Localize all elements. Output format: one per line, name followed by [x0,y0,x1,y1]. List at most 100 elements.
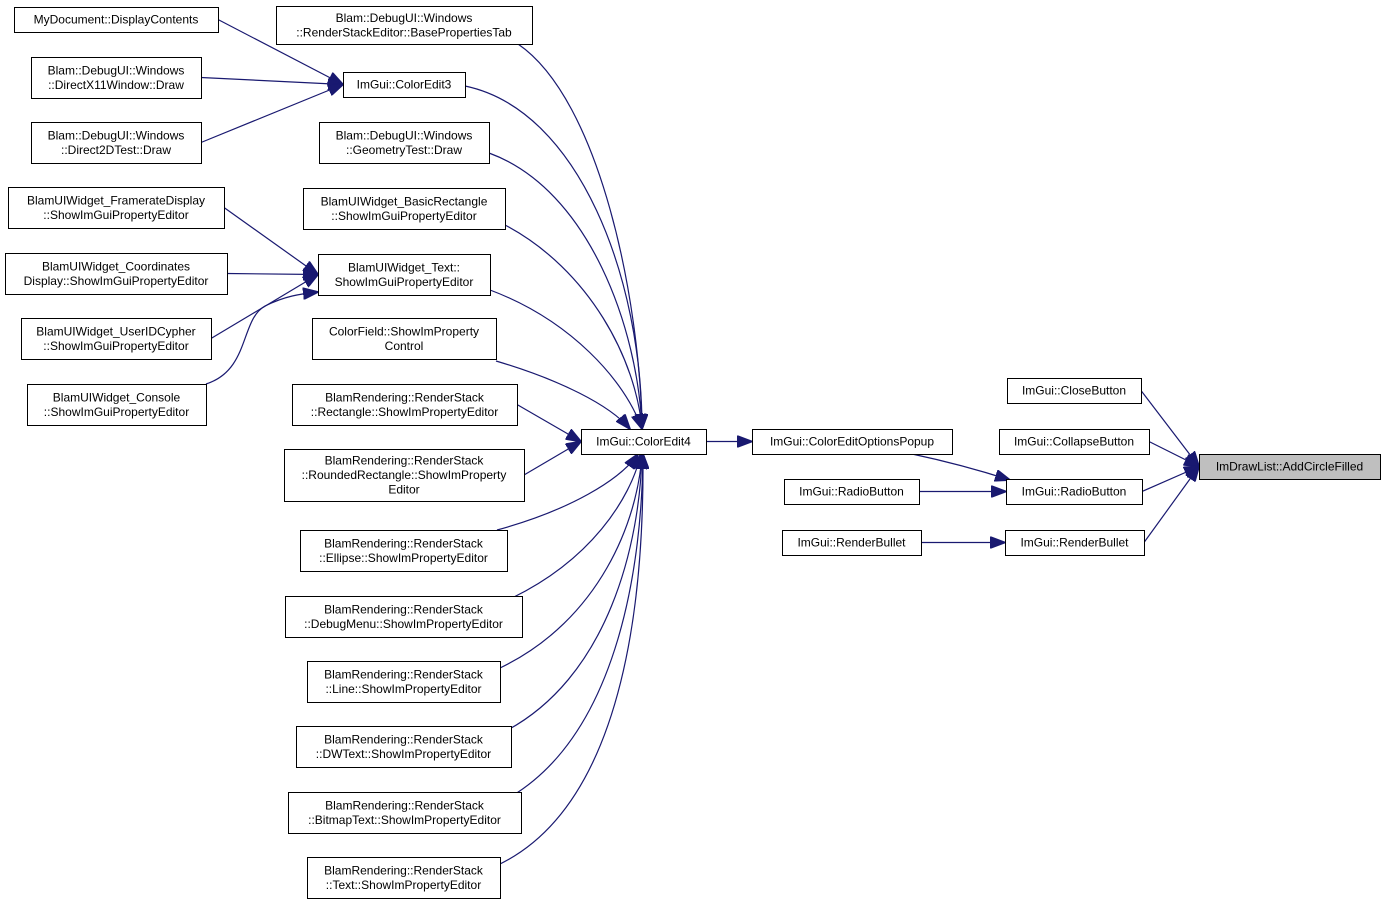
node-label: ::RenderStackEditor::BasePropertiesTab [296,25,512,39]
node-radio_left[interactable]: ImGui::RadioButton [784,479,920,505]
node-label: ImGui::CloseButton [1022,384,1126,398]
node-label: ::DebugMenu::ShowImPropertyEditor [304,617,503,631]
node-label: BlamUIWidget_UserIDCypher [36,324,195,338]
edge-text-to-coloredit4 [489,289,642,429]
node-ellipse[interactable]: BlamRendering::RenderStack::Ellipse::Sho… [300,530,508,572]
node-label: ImGui::RenderBullet [1020,536,1129,550]
node-box [1199,454,1381,480]
node-bitmaptext[interactable]: BlamRendering::RenderStack::BitmapText::… [288,792,522,834]
node-target[interactable]: ImDrawList::AddCircleFilled [1199,454,1381,480]
node-label: ImGui::RadioButton [799,485,904,499]
node-radio_right[interactable]: ImGui::RadioButton [1006,479,1143,505]
node-label: ColorField::ShowImProperty [329,324,479,338]
node-box [1006,479,1143,505]
node-box [784,479,920,505]
edge-coords-to-text [226,274,318,275]
node-box [319,122,490,164]
node-box [307,857,501,899]
node-d2d[interactable]: Blam::DebugUI::Windows::Direct2DTest::Dr… [31,122,202,164]
node-label: ImGui::ColorEditOptionsPopup [770,435,934,449]
node-box [276,6,533,45]
node-line[interactable]: BlamRendering::RenderStack::Line::ShowIm… [307,661,501,703]
node-label: ::Rectangle::ShowImPropertyEditor [311,405,498,419]
node-text[interactable]: BlamUIWidget_Text::ShowImGuiPropertyEdit… [318,254,491,296]
node-label: ImGui::ColorEdit4 [596,435,691,449]
node-bullet_left[interactable]: ImGui::RenderBullet [782,530,922,556]
node-box [318,254,491,296]
node-label: BlamUIWidget_Text:: [348,260,460,274]
node-label: BlamRendering::RenderStack [325,454,485,468]
node-label: ::ShowImGuiPropertyEditor [43,339,188,353]
edge-baseprops-to-coloredit4 [517,43,642,429]
node-label: ImDrawList::AddCircleFilled [1216,460,1363,474]
edge-geomtest-to-coloredit4 [488,152,642,429]
node-label: BlamRendering::RenderStack [325,798,485,812]
node-label: BlamRendering::RenderStack [324,536,484,550]
node-box [292,384,518,426]
edge-ellipse-to-coloredit4 [496,454,638,531]
node-box [288,792,522,834]
node-label: ::Direct2DTest::Draw [61,143,171,157]
node-box [27,384,207,426]
node-fps[interactable]: BlamUIWidget_FramerateDisplay::ShowImGui… [8,187,225,229]
edge-popup-to-radio_right [911,453,1010,480]
node-label: ImGui::ColorEdit3 [357,78,452,92]
node-label: ::GeometryTest::Draw [346,143,462,157]
node-userid[interactable]: BlamUIWidget_UserIDCypher::ShowImGuiProp… [21,318,212,360]
node-bullet_right[interactable]: ImGui::RenderBullet [1005,530,1145,556]
node-label: Editor [388,483,419,497]
node-box [31,122,202,164]
node-mydocument[interactable]: MyDocument::DisplayContents [14,7,219,33]
edge-basicrect-to-coloredit4 [504,224,642,429]
node-coloredit3[interactable]: ImGui::ColorEdit3 [343,72,466,98]
node-console[interactable]: BlamUIWidget_Console::ShowImGuiPropertyE… [27,384,207,426]
node-label: ::ShowImGuiPropertyEditor [44,405,189,419]
node-box [752,429,953,455]
edge-console-to-text [205,292,318,385]
node-box [303,188,506,230]
node-coords[interactable]: BlamUIWidget_CoordinatesDisplay::ShowImG… [5,253,228,295]
node-box [31,57,202,99]
node-label: ::BitmapText::ShowImPropertyEditor [308,813,501,827]
node-close[interactable]: ImGui::CloseButton [1007,378,1142,404]
node-label: ImGui::RadioButton [1022,485,1127,499]
node-box [284,449,525,502]
edge-dwtext-to-coloredit4 [499,454,642,735]
node-debugmenu[interactable]: BlamRendering::RenderStack::DebugMenu::S… [285,596,523,638]
node-label: BlamRendering::RenderStack [324,732,484,746]
edge-d2d-to-coloredit3 [200,85,343,144]
edge-close-to-target [1140,390,1199,467]
node-geomtest[interactable]: Blam::DebugUI::Windows::GeometryTest::Dr… [319,122,490,164]
node-dwtext[interactable]: BlamRendering::RenderStack::DWText::Show… [296,726,512,768]
node-box [1005,530,1145,556]
node-label: BlamRendering::RenderStack [324,667,484,681]
node-label: ::Line::ShowImPropertyEditor [325,682,481,696]
node-label: Control [385,339,424,353]
edge-debugmenu-to-coloredit4 [511,454,641,599]
node-label: ImGui::CollapseButton [1014,435,1134,449]
node-rstext[interactable]: BlamRendering::RenderStack::Text::ShowIm… [307,857,501,899]
node-box [1007,378,1142,404]
node-box [5,253,228,295]
node-label: BlamUIWidget_BasicRectangle [321,194,488,208]
node-coloredit4[interactable]: ImGui::ColorEdit4 [581,429,707,455]
node-dx11[interactable]: Blam::DebugUI::Windows::DirectX11Window:… [31,57,202,99]
edge-roundrect-to-coloredit4 [523,442,581,476]
node-box [581,429,707,455]
node-box [300,530,508,572]
node-roundrect[interactable]: BlamRendering::RenderStack::RoundedRecta… [284,449,525,502]
edge-rstext-to-coloredit4 [499,454,643,865]
node-label: BlamRendering::RenderStack [324,863,484,877]
node-box [296,726,512,768]
edge-fps-to-text [223,207,318,275]
node-collapse[interactable]: ImGui::CollapseButton [999,429,1150,455]
node-basicrect[interactable]: BlamUIWidget_BasicRectangle::ShowImGuiPr… [303,188,506,230]
node-rect[interactable]: BlamRendering::RenderStack::Rectangle::S… [292,384,518,426]
node-label: ImGui::RenderBullet [797,536,906,550]
node-label: Blam::DebugUI::Windows [48,128,185,142]
node-baseprops[interactable]: Blam::DebugUI::Windows::RenderStackEdito… [276,6,533,45]
node-popup[interactable]: ImGui::ColorEditOptionsPopup [752,429,953,455]
node-box [21,318,212,360]
node-label: BlamRendering::RenderStack [325,390,485,404]
